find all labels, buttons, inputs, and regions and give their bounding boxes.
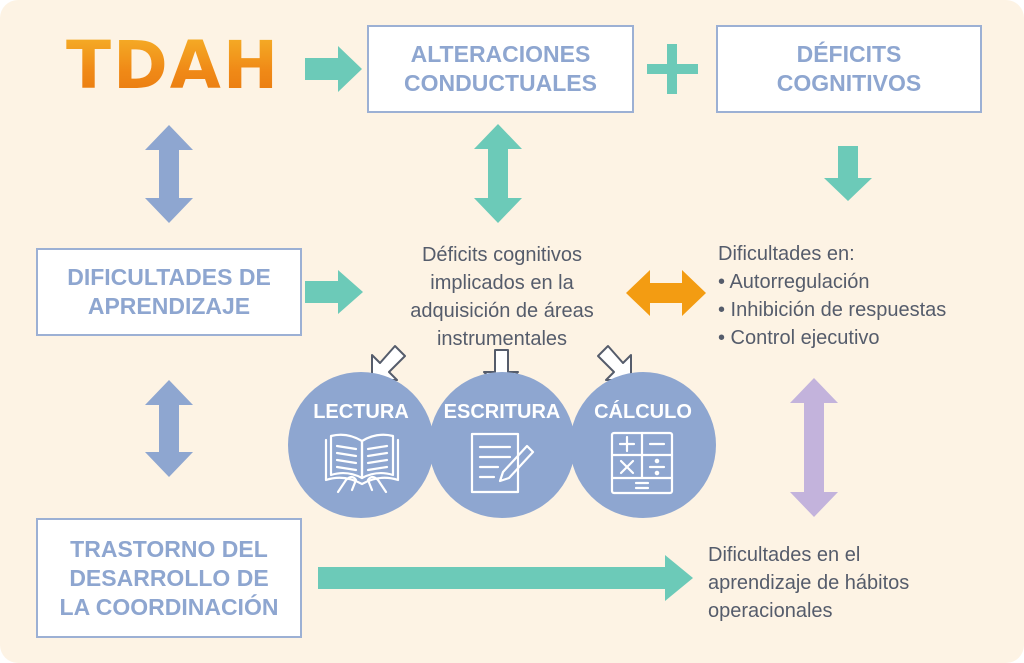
arrow-tdah-to-alteraciones xyxy=(305,46,362,92)
box-dificultades-aprendizaje: DIFICULTADES DE APRENDIZAJE xyxy=(36,248,302,336)
arrow-aprendizaje-trastorno xyxy=(145,380,193,477)
arrow-trastorno-to-habitos xyxy=(318,555,693,601)
dificultades-list: Dificultades en: • Autorregulación • Inh… xyxy=(718,240,1008,352)
arrow-tdah-aprendizaje xyxy=(145,125,193,223)
dificultades-item: • Autorregulación xyxy=(718,271,870,293)
tdah-title: TDAH xyxy=(66,27,281,104)
box-alteraciones-conductuales: ALTERACIONES CONDUCTUALES xyxy=(367,25,634,113)
center-text-line: adquisición de áreas xyxy=(410,300,594,322)
center-text-line: Déficits cognitivos xyxy=(421,244,583,266)
habitos-line: aprendizaje de hábitos xyxy=(708,572,910,594)
area-label-lectura: LECTURA xyxy=(313,401,409,423)
area-label-calculo: CÁLCULO xyxy=(594,401,692,423)
habitos-line: operacionales xyxy=(708,600,833,622)
area-label-escritura: ESCRITURA xyxy=(443,401,561,423)
box-trastorno-label: TRASTORNO DEL DESARROLLO DE LA COORDINAC… xyxy=(59,535,279,620)
arrow-dificultades-habitos xyxy=(790,378,838,517)
center-text-line: implicados en la xyxy=(430,272,574,294)
dificultades-heading: Dificultades en: xyxy=(718,243,855,265)
habitos-text: Dificultades en el aprendizaje de hábito… xyxy=(708,541,998,625)
center-deficits-text: Déficits cognitivos implicados en la adq… xyxy=(382,241,622,353)
box-deficits-label: DÉFICITS COGNITIVOS xyxy=(776,41,922,96)
dificultades-item: • Control ejecutivo xyxy=(718,327,880,349)
plus-icon xyxy=(647,44,698,94)
open-book-icon xyxy=(324,433,400,494)
box-deficits-cognitivos: DÉFICITS COGNITIVOS xyxy=(716,25,982,113)
calculator-icon xyxy=(610,431,674,495)
box-trastorno-coordinacion: TRASTORNO DEL DESARROLLO DE LA COORDINAC… xyxy=(36,518,302,638)
box-dificultades-label: DIFICULTADES DE APRENDIZAJE xyxy=(67,264,271,319)
arrow-aprendizaje-to-center xyxy=(305,270,363,314)
center-text-line: instrumentales xyxy=(436,328,568,350)
arrow-center-dificultades xyxy=(626,270,706,316)
box-alteraciones-label: ALTERACIONES CONDUCTUALES xyxy=(404,41,597,96)
arrow-deficits-down xyxy=(824,146,872,201)
arrow-alteraciones-center xyxy=(474,124,522,223)
dificultades-item: • Inhibición de respuestas xyxy=(718,299,947,321)
writing-sheet-icon xyxy=(470,432,535,494)
area-circle-escritura xyxy=(429,372,575,518)
habitos-line: Dificultades en el xyxy=(708,544,861,566)
